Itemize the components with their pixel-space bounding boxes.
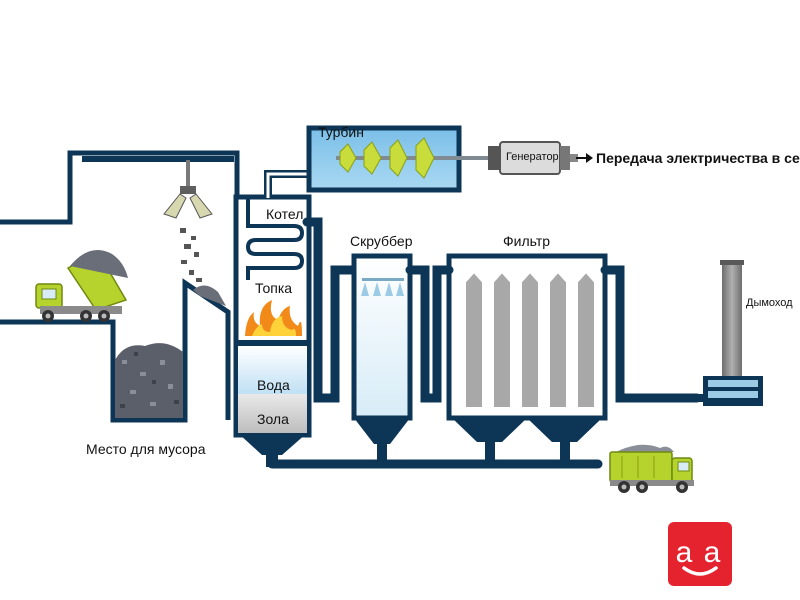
waste-pit-pile	[115, 343, 183, 418]
garbage-truck-icon	[609, 444, 694, 493]
chimney-label: Дымоход	[746, 297, 793, 309]
furnace-label: Топка	[255, 280, 293, 296]
svg-text:a: a	[704, 536, 721, 569]
ash-layer	[238, 394, 307, 433]
water-layer	[238, 346, 307, 394]
filter-unit	[446, 253, 608, 464]
ash-label: Зола	[257, 411, 289, 427]
filter-bags	[464, 270, 596, 409]
generator-label: Генератор	[506, 151, 559, 163]
crane-grab-icon	[163, 160, 213, 219]
dump-truck-icon	[35, 250, 128, 322]
boiler-unit	[233, 194, 312, 467]
flame-icon	[245, 300, 302, 336]
boiler-label: Котел	[266, 206, 304, 222]
transmission-arrow	[576, 153, 593, 163]
filter-label: Фильтр	[503, 233, 551, 249]
turbine-blades	[339, 137, 435, 179]
steam-pipe	[264, 170, 310, 198]
chimney-unit	[695, 260, 763, 406]
turbine-unit	[306, 125, 488, 193]
water-label: Вода	[257, 377, 290, 393]
turbine-label: Турбин	[318, 124, 364, 140]
scrubber-unit	[351, 253, 413, 464]
logo-icon: a a	[668, 522, 732, 586]
flue-gas-ducts	[302, 217, 702, 403]
generator-unit	[488, 141, 578, 175]
boiler-coil	[245, 198, 305, 280]
scrubber-label: Скруббер	[350, 233, 413, 249]
transmission-label: Передача электричества в сеть	[596, 150, 800, 166]
falling-waste	[180, 228, 202, 282]
crane-rail	[82, 156, 234, 162]
hopper-waste-pile	[193, 285, 226, 306]
scrubber-spray-icon	[361, 278, 404, 296]
svg-text:a: a	[676, 536, 693, 569]
waste-pit-label: Место для мусора	[86, 441, 206, 457]
